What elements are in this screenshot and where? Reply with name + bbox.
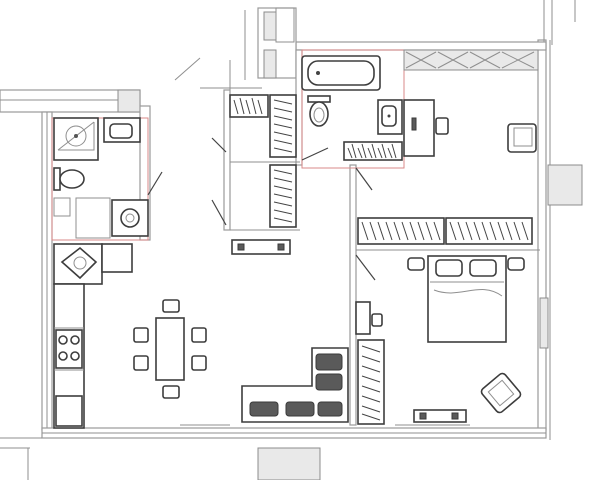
bed-icon (407, 255, 525, 343)
hallway-wardrobe-bottom (269, 164, 297, 228)
tv-icon (413, 409, 467, 423)
wardrobe-icon (343, 141, 403, 161)
armchair-icon (507, 123, 537, 153)
chair-icon (133, 355, 149, 371)
toilet-icon-2 (53, 167, 85, 191)
armchair-icon-2 (480, 372, 522, 414)
desk-icon-2 (355, 301, 383, 335)
sink-icon (377, 99, 403, 135)
fridge-icon (55, 395, 83, 427)
sink-icon-3 (60, 246, 98, 280)
balcony-right (547, 164, 583, 206)
top-wall (295, 41, 547, 51)
sofa-icon (241, 347, 349, 423)
bathtub-icon (301, 55, 381, 91)
cabinet (75, 197, 111, 239)
wardrobe-icon-bedroom (357, 217, 533, 245)
hallway-wardrobe-top (229, 94, 297, 158)
shoe-bench (231, 239, 291, 255)
shower-icon (53, 117, 99, 161)
doors (147, 137, 376, 281)
wardrobe-icon-2 (357, 339, 385, 425)
wardrobe-icon-top (403, 49, 539, 71)
washing-machine-icon (111, 199, 149, 237)
sink-icon-2 (103, 117, 141, 143)
chair-icon (162, 385, 180, 399)
chair-icon (191, 355, 207, 371)
chair-icon (162, 299, 180, 313)
chair-icon (133, 327, 149, 343)
toilet-icon (307, 95, 331, 127)
bedroom-partition (349, 164, 357, 426)
nightstand-right (507, 257, 525, 271)
stove-icon (55, 329, 83, 369)
shower-room-outline (51, 117, 149, 241)
dining-chairs (133, 299, 207, 399)
chair-icon (191, 327, 207, 343)
desk-icon (403, 99, 449, 157)
dining-table-icon (155, 317, 185, 381)
nightstand-left (407, 257, 425, 271)
bottom-balcony (257, 447, 321, 480)
right-exterior-wall (537, 39, 547, 431)
